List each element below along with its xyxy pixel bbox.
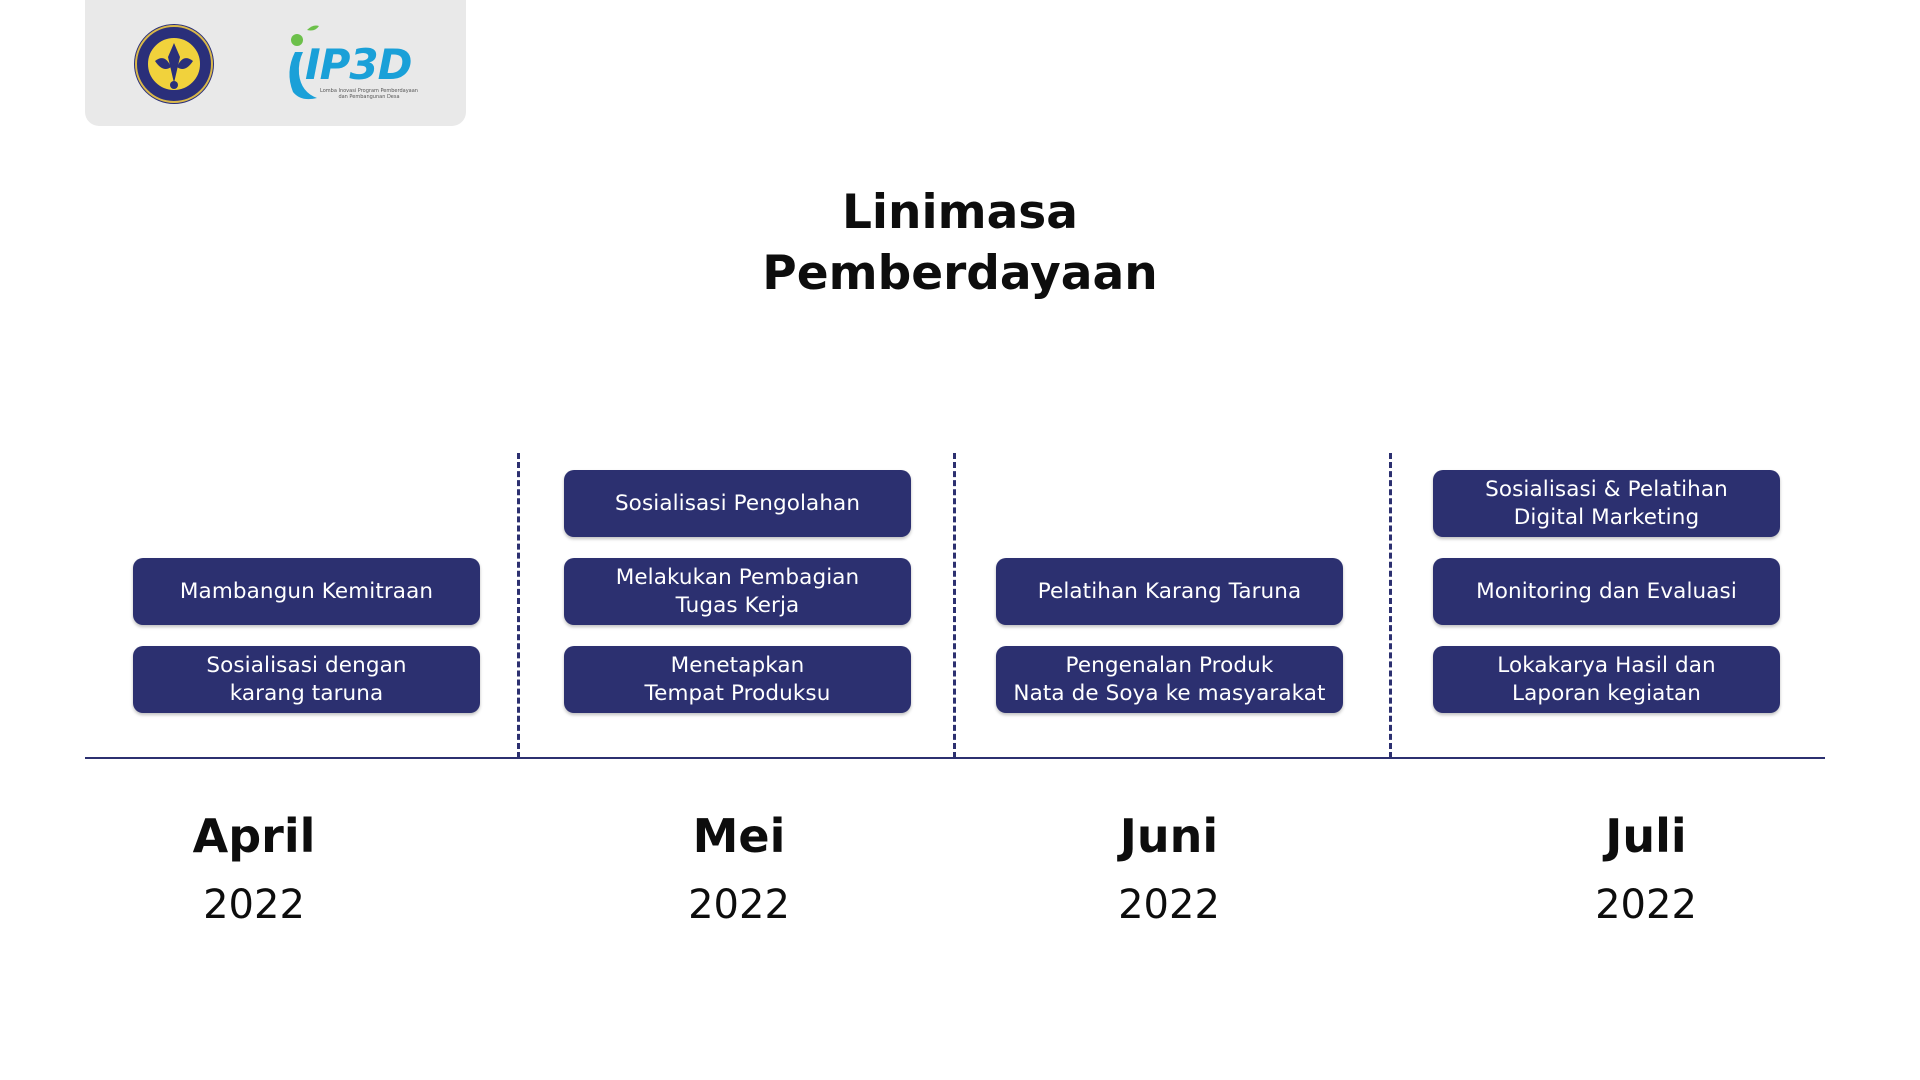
month-divider <box>1389 453 1392 758</box>
month-label-juni: Juni <box>1119 809 1219 863</box>
activity-label: Pengenalan Produk Nata de Soya ke masyar… <box>1013 652 1326 706</box>
activity-label: Mambangun Kemitraan <box>179 578 434 604</box>
year-label: 2022 <box>1118 882 1220 928</box>
activity-label: Monitoring dan Evaluasi <box>1476 578 1737 604</box>
activity-card: Sosialisasi & Pelatihan Digital Marketin… <box>1433 470 1780 537</box>
activity-label: Lokakarya Hasil dan Laporan kegiatan <box>1497 652 1716 706</box>
ip3d-wordmark: IP3D <box>305 40 412 89</box>
activity-card: Pelatihan Karang Taruna <box>996 558 1343 625</box>
university-seal-icon <box>134 24 214 104</box>
page-title: Linimasa Pemberdayaan <box>0 182 1920 304</box>
activity-label: Sosialisasi & Pelatihan Digital Marketin… <box>1485 476 1728 530</box>
month-divider <box>953 453 956 758</box>
logo-panel: IP3D Lomba Inovasi Program Pemberdayaan … <box>85 0 466 126</box>
month-label-april: April <box>192 809 316 863</box>
activity-card: Mambangun Kemitraan <box>133 558 480 625</box>
activity-card: Menetapkan Tempat Produksu <box>564 646 911 713</box>
year-label: 2022 <box>203 882 305 928</box>
title-line-2: Pemberdayaan <box>762 246 1158 301</box>
activity-card: Pengenalan Produk Nata de Soya ke masyar… <box>996 646 1343 713</box>
ip3d-tagline: Lomba Inovasi Program Pemberdayaan dan P… <box>320 88 418 100</box>
year-label: 2022 <box>688 882 790 928</box>
month-divider <box>517 453 520 758</box>
timeline-axis <box>85 757 1825 759</box>
activity-card: Sosialisasi Pengolahan <box>564 470 911 537</box>
activity-card: Melakukan Pembagian Tugas Kerja <box>564 558 911 625</box>
activity-card: Sosialisasi dengan karang taruna <box>133 646 480 713</box>
activity-label: Melakukan Pembagian Tugas Kerja <box>615 564 860 618</box>
year-label: 2022 <box>1595 882 1697 928</box>
month-label-mei: Mei <box>692 809 786 863</box>
activity-label: Menetapkan Tempat Produksu <box>644 652 831 706</box>
activity-label: Sosialisasi Pengolahan <box>614 490 861 516</box>
ip3d-leaf-icon <box>289 25 319 100</box>
title-line-1: Linimasa <box>841 185 1078 240</box>
activity-card: Lokakarya Hasil dan Laporan kegiatan <box>1433 646 1780 713</box>
activity-label: Pelatihan Karang Taruna <box>1037 578 1302 604</box>
activity-label: Sosialisasi dengan karang taruna <box>206 652 407 706</box>
activity-card: Monitoring dan Evaluasi <box>1433 558 1780 625</box>
month-label-juli: Juli <box>1605 809 1687 863</box>
ip3d-logo: IP3D Lomba Inovasi Program Pemberdayaan … <box>283 22 423 106</box>
